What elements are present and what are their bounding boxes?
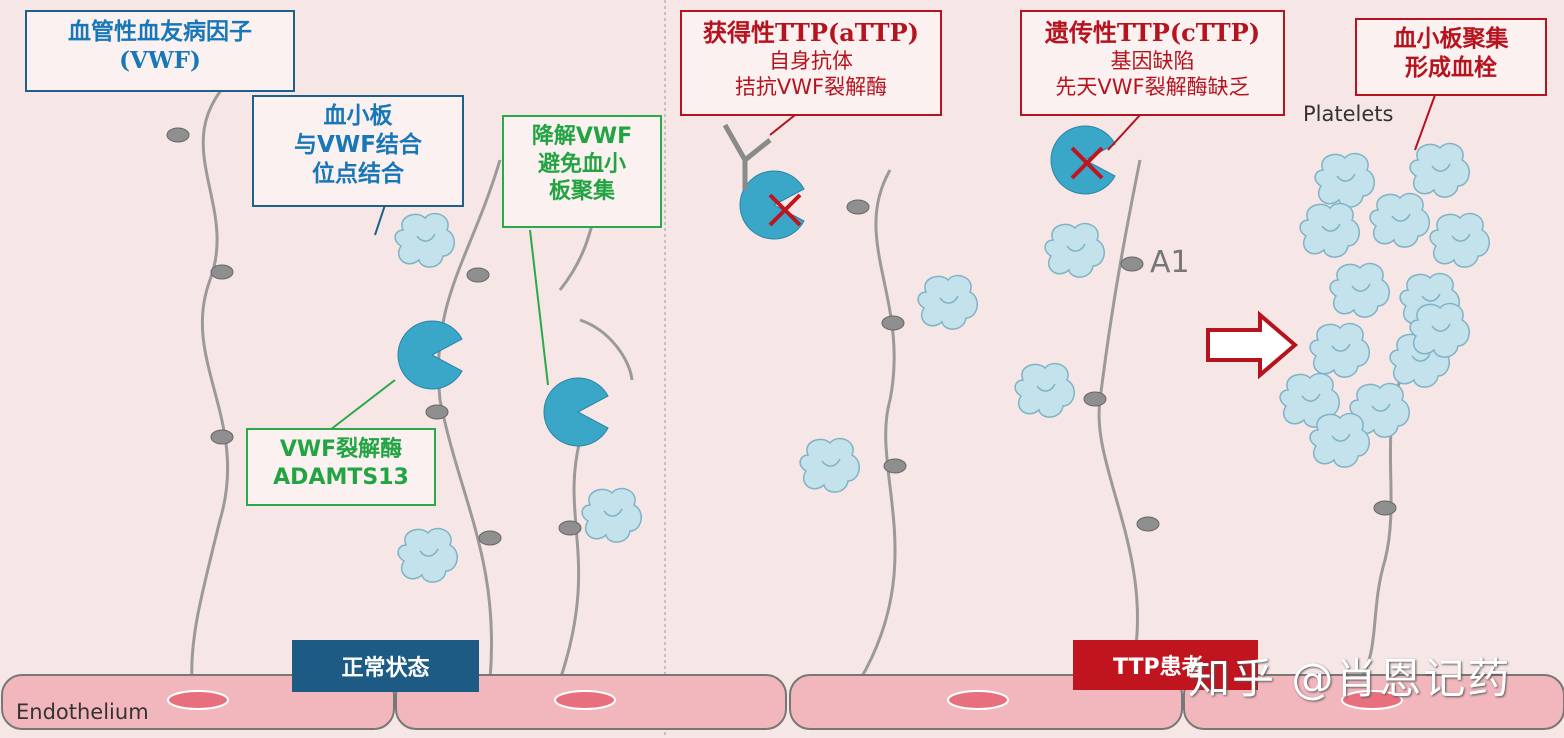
- callout-lines: [374, 204, 386, 236]
- platelets-label: Platelets: [1303, 102, 1394, 126]
- cttp-line: 先天VWF裂解酶缺乏: [1055, 75, 1250, 100]
- binding-label-box: 血小板 与VWF结合 位点结合: [252, 95, 464, 207]
- a1-label: A1: [1150, 245, 1190, 280]
- vwf-fibers: [190, 68, 1402, 681]
- adamts13-label-box: VWF裂解酶 ADAMTS13: [246, 428, 436, 506]
- thrombus-label-box: 血小板聚集 形成血栓: [1355, 18, 1547, 96]
- attp-label-box: 获得性TTP(aTTP) 自身抗体 拮抗VWF裂解酶: [680, 10, 942, 116]
- degrade-label-line: 降解VWF: [531, 124, 633, 149]
- degrade-label-box: 降解VWF 避免血小 板聚集: [502, 115, 662, 228]
- vwf-label-box: 血管性血友病因子 (VWF): [25, 10, 295, 92]
- binding-label-line: 血小板: [323, 103, 393, 129]
- degrade-label-line: 避免血小: [537, 151, 626, 177]
- thrombus-label-line: 形成血栓: [1405, 54, 1497, 81]
- binding-label-line: 位点结合: [312, 160, 404, 187]
- degrade-label-line: 板聚集: [548, 179, 615, 204]
- attp-line: 拮抗VWF裂解酶: [734, 75, 888, 100]
- cttp-label-box: 遗传性TTP(cTTP) 基因缺陷 先天VWF裂解酶缺乏: [1020, 10, 1285, 116]
- vwf-label-line: (VWF): [119, 46, 201, 74]
- adamts13-label-line: VWF裂解酶: [279, 437, 403, 462]
- cttp-title: 遗传性TTP(cTTP): [1044, 18, 1261, 47]
- watermark: 知乎 @肖恩记药: [1188, 654, 1512, 703]
- attp-title: 获得性TTP(aTTP): [702, 18, 920, 47]
- thrombus-label-line: 血小板聚集: [1393, 26, 1509, 52]
- vwf-label-line: 血管性血友病因子: [68, 19, 252, 45]
- attp-line: 自身抗体: [769, 49, 853, 73]
- arrow-icon: [1206, 310, 1299, 380]
- ttp-patient-tag: TTP患者: [1073, 640, 1258, 690]
- cttp-line: 基因缺陷: [1110, 49, 1195, 73]
- antibody-icon: [722, 123, 772, 190]
- endothelium-label: Endothelium: [16, 700, 149, 724]
- adamts13-label-line: ADAMTS13: [273, 464, 409, 490]
- binding-label-line: 与VWF结合: [294, 131, 422, 158]
- cross-icon: [768, 146, 1104, 227]
- normal-state-tag: 正常状态: [292, 640, 479, 692]
